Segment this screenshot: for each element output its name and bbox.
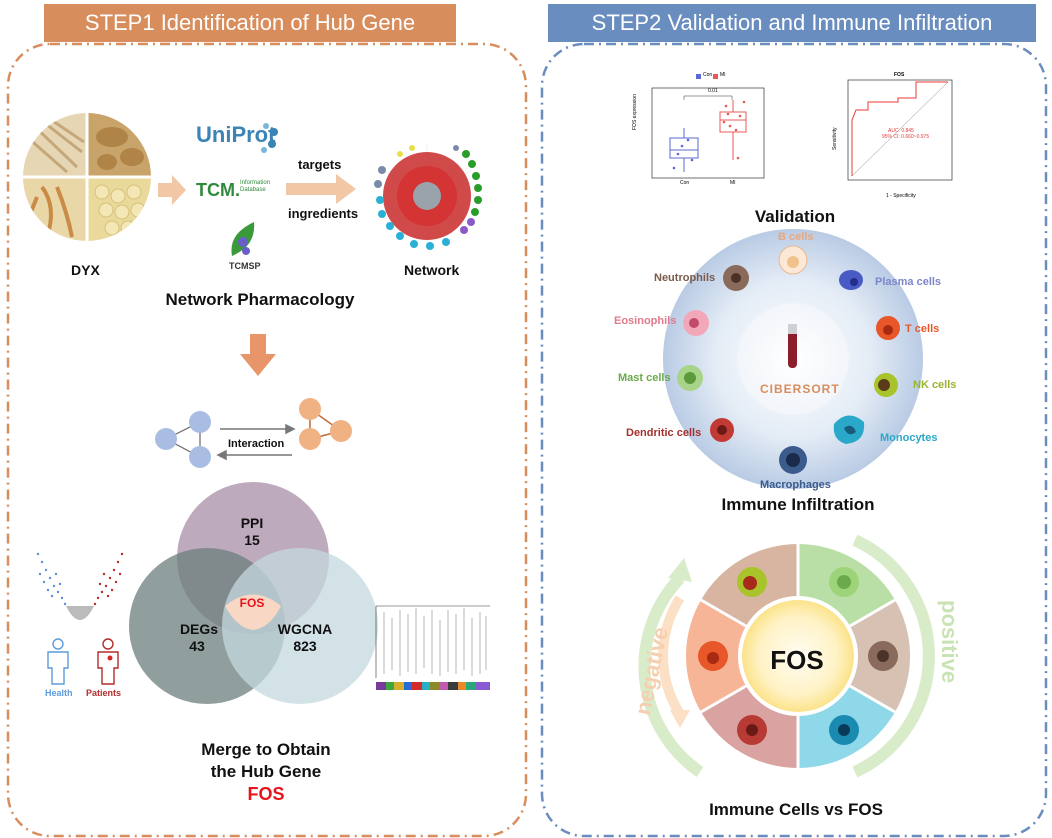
venn-degs-value: 43	[189, 638, 205, 654]
arrow-down-icon	[240, 334, 276, 376]
immune-fos-wheel	[638, 534, 935, 778]
immune-infiltration-label: Immune Infiltration	[721, 495, 875, 514]
merge-fos: FOS	[247, 784, 285, 804]
patients-label: Patients	[86, 688, 122, 698]
network-label: Network	[404, 262, 460, 278]
cell-label-neutrophils: Neutrophils	[654, 272, 716, 284]
health-label: Health	[45, 688, 73, 698]
venn-ppi-label: PPI	[240, 515, 264, 531]
cell-label-monocytes: Monocytes	[880, 432, 938, 444]
positive-label: positive	[937, 600, 962, 684]
cell-label-macrophages: Macrophages	[760, 479, 831, 491]
venn-ppi-value: 15	[244, 532, 260, 548]
boxplot-ylabel: FOS expression	[632, 94, 638, 130]
interaction-label: Interaction	[228, 438, 285, 450]
boxplot-x-mi: MI	[730, 180, 736, 186]
step2-frame	[540, 42, 1048, 838]
cell-label-t: T cells	[905, 323, 940, 335]
plasma-cell-icon	[839, 270, 863, 290]
neutrophil-icon	[723, 265, 749, 291]
network-pharmacology-label: Network Pharmacology	[165, 290, 355, 309]
person-icons	[47, 638, 119, 685]
tcmsp-logo: TCMSP	[229, 261, 261, 271]
venn-wgcna	[222, 548, 378, 704]
roc-ylabel: Sensitivity	[832, 127, 838, 150]
dyx-label: DYX	[71, 262, 100, 278]
boxplot-x-con: Con	[680, 180, 690, 186]
dendritic-cell-icon	[710, 418, 734, 442]
monocyte-icon	[833, 415, 865, 444]
t-cell-icon	[876, 316, 900, 340]
step2-banner: STEP2 Validation and Immune Infiltration	[548, 4, 1036, 42]
venn-wgcna-value: 823	[293, 638, 317, 654]
interaction-diagram	[155, 398, 352, 468]
volcano-plot-icon	[36, 552, 124, 620]
arrow-right-icon-2	[286, 174, 356, 204]
uniprot-logo: UniProt	[196, 122, 276, 147]
cibersort-label: CIBERSORT	[760, 382, 840, 396]
ingredients-label: ingredients	[288, 206, 359, 221]
nk-cell-icon	[874, 373, 898, 397]
cell-label-b: B cells	[778, 231, 814, 243]
eosinophil-icon	[683, 310, 709, 336]
roc-chart	[847, 79, 953, 181]
boxplot-legend-mi: MI	[720, 72, 726, 78]
roc-title: FOS	[894, 72, 905, 78]
roc-xlabel: 1 - Specificity	[886, 193, 916, 199]
mast-cell-icon	[677, 365, 703, 391]
venn-diagram	[129, 482, 378, 704]
cell-label-plasma: Plasma cells	[875, 276, 942, 288]
cell-label-mast: Mast cells	[618, 372, 671, 384]
b-cell-icon	[778, 245, 808, 275]
validation-label: Validation	[754, 207, 836, 226]
roc-auc: AUC: 0.845	[888, 128, 914, 134]
venn-center-fos: FOS	[239, 596, 265, 610]
roc-ci: 95% CI: 0.660~0.975	[882, 134, 930, 140]
step1-banner: STEP1 Identification of Hub Gene	[44, 4, 456, 42]
venn-degs-label: DEGs	[179, 621, 219, 637]
step2-title: STEP2 Validation and Immune Infiltration	[591, 10, 993, 35]
cell-label-eosinophils: Eosinophils	[614, 315, 677, 327]
step1-title: STEP1 Identification of Hub Gene	[84, 10, 416, 35]
wheel-center-fos: FOS	[770, 645, 824, 675]
cell-label-nk: NK cells	[913, 379, 957, 391]
step1-frame	[6, 42, 528, 838]
tcm-logo: TCM.	[196, 180, 240, 200]
network-graph	[374, 145, 482, 250]
merge-line1: Merge to Obtain	[201, 740, 331, 759]
immune-vs-fos-label: Immune Cells vs FOS	[709, 800, 883, 819]
tcmsp-leaf-icon	[231, 222, 255, 256]
merge-line2: the Hub Gene	[210, 762, 322, 781]
macrophage-icon	[779, 446, 807, 474]
uniprot-dots-icon	[261, 123, 278, 153]
tcm-logo-small: Information Database	[240, 180, 271, 193]
cell-label-dendritic: Dendritic cells	[626, 427, 702, 439]
immune-infiltration-circle	[663, 229, 923, 489]
dyx-herbs-image	[23, 113, 151, 241]
venn-wgcna-label: WGCNA	[277, 621, 333, 637]
wgcna-dendrogram-icon	[375, 605, 490, 690]
boxplot-pvalue: 0.01	[708, 88, 718, 94]
targets-label: targets	[298, 157, 342, 172]
boxplot-chart	[651, 74, 765, 179]
arrow-right-icon	[158, 175, 186, 205]
boxplot-legend-con: Con	[703, 72, 713, 78]
